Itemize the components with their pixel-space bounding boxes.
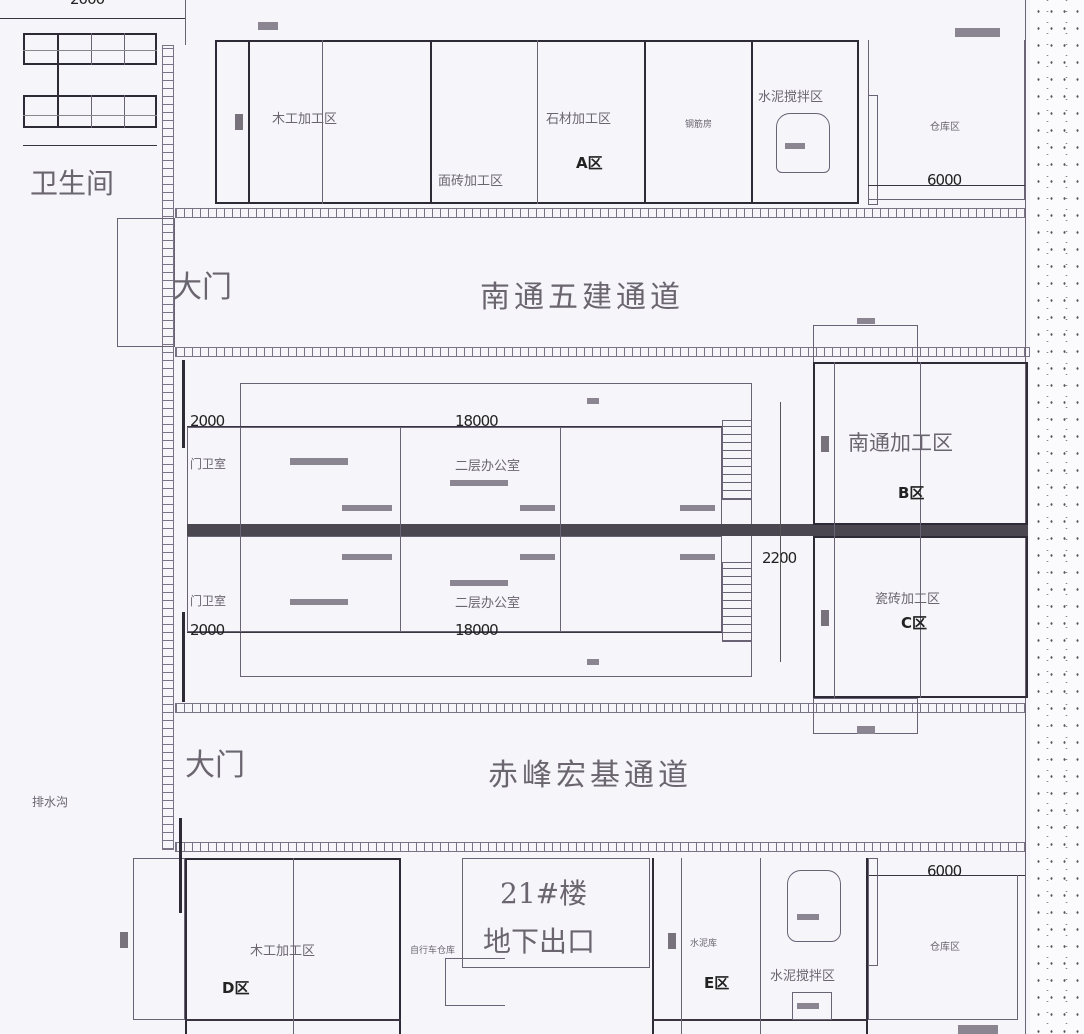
fence-4 — [175, 842, 1025, 852]
nantong-label: 南通加工区 — [848, 431, 953, 455]
stair-bottom — [722, 562, 752, 642]
office-main-bottom-dimension: 18000 — [455, 621, 499, 639]
fence-2 — [175, 347, 1030, 357]
guard-bottom-label: 门卫室 — [190, 594, 227, 608]
cement-bottom-label: 水泥搅拌区 — [770, 969, 836, 984]
site-boundary-gravel — [1030, 0, 1084, 1034]
carpentry-top-label: 木工加工区 — [272, 112, 338, 127]
zone-c-label: C区 — [901, 614, 928, 632]
small-top-label: 钢筋房 — [685, 120, 713, 130]
zone-a-label: A区 — [576, 154, 603, 172]
ceramic-label: 瓷砖加工区 — [875, 592, 941, 607]
toilet-dimension: 2000 — [70, 0, 105, 8]
office-top-label: 二层办公室 — [455, 459, 521, 474]
exit-line2: 地下出口 — [483, 925, 596, 958]
stone-label: 石材加工区 — [546, 112, 612, 127]
carpentry-bottom-label: 木工加工区 — [250, 944, 316, 959]
road-top-label: 南通五建通道 — [480, 280, 684, 315]
fence-1 — [175, 208, 1025, 218]
gate-bottom-label: 大门 — [185, 748, 245, 783]
bottom-right-dimension: 6000 — [927, 862, 962, 880]
zone-e-label: E区 — [704, 974, 730, 992]
office-main-top-dimension: 18000 — [455, 412, 499, 430]
mixer-bottom-icon — [787, 870, 841, 942]
zone-b-label: B区 — [898, 484, 925, 502]
office-left-bottom-dimension: 2000 — [190, 621, 225, 639]
stair-top — [722, 420, 752, 500]
store-bottom-label: 仓库区 — [930, 942, 960, 953]
office-bottom-label: 二层办公室 — [455, 596, 521, 611]
west-fence — [162, 45, 174, 850]
drain-label: 排水沟 — [32, 795, 69, 809]
bike-label: 自行车仓库 — [410, 946, 456, 956]
cement-top-label: 水泥搅拌区 — [758, 90, 824, 105]
top-right-dimension: 6000 — [927, 171, 962, 189]
zone-d-label: D区 — [222, 979, 250, 997]
road-bottom-label: 赤峰宏基通道 — [488, 758, 692, 793]
store-top-label: 仓库区 — [930, 122, 960, 133]
tile-top-label: 面砖加工区 — [438, 174, 504, 189]
small-bottom-label: 水泥库 — [690, 939, 718, 949]
gate-house-top — [117, 218, 175, 347]
mixer-icon — [776, 113, 830, 173]
office-left-top-dimension: 2000 — [190, 412, 225, 430]
fence-3 — [175, 703, 1025, 713]
gap-dimension: 2200 — [762, 549, 797, 567]
gate-top-label: 大门 — [172, 270, 232, 305]
exit-line1: 21#楼 — [500, 877, 588, 910]
toilet-label: 卫生间 — [30, 167, 115, 200]
guard-top-label: 门卫室 — [190, 457, 227, 471]
